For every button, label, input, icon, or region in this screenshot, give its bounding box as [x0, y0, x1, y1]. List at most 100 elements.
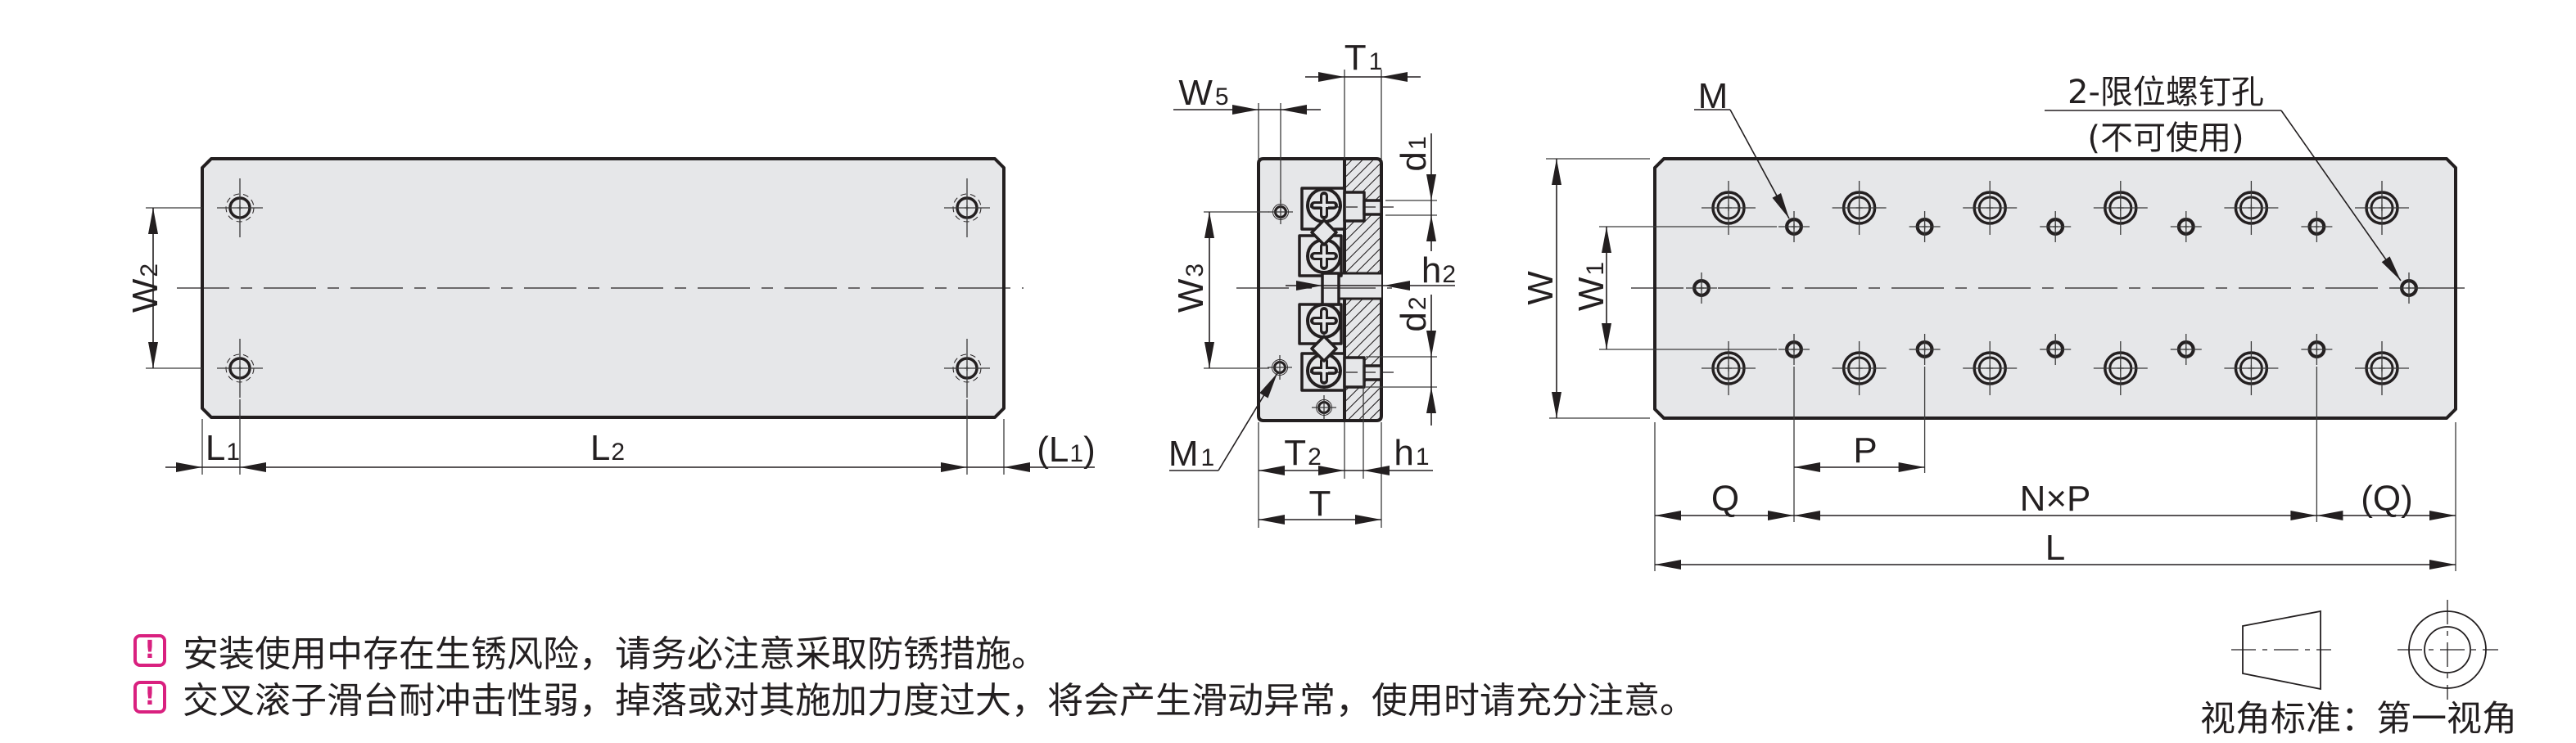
dim-label-d2: d2	[1394, 296, 1434, 331]
limit-hole-callout-line1: 2-限位螺钉孔	[2068, 74, 2264, 111]
dim-label-sub: 1	[226, 439, 240, 466]
dimension-arrowhead	[176, 462, 202, 472]
dimension-arrowhead	[1384, 281, 1410, 290]
paren-close: )	[1083, 430, 1096, 470]
dimension-arrowhead	[1426, 174, 1436, 200]
caution-note-text: 交叉滚子滑台耐冲击性弱，掉落或对其施加力度过大，将会产生滑动异常，使用时请充分注…	[183, 679, 1696, 722]
section-hatch-line	[1349, 388, 1381, 420]
dimension-arrowhead	[1768, 511, 1794, 520]
dimension-arrowhead	[1363, 466, 1390, 475]
caution-note-text: 安装使用中存在生锈风险，请务必注意采取防锈措施。	[183, 633, 1047, 675]
front-view-geometry	[146, 157, 1095, 475]
limit-hole-callout-line2: (不可使用)	[2087, 119, 2244, 157]
dim-label-sub: 1	[1404, 136, 1431, 150]
dim-label-base: T	[1344, 38, 1367, 78]
dim-label-l: L	[2045, 528, 2065, 568]
dimension-arrowhead	[2429, 560, 2456, 570]
dim-label-sub: 2	[136, 263, 163, 277]
warning-icon: !	[133, 633, 166, 667]
dimension-arrowhead	[1426, 387, 1436, 413]
dimension-arrowhead	[1232, 105, 1259, 115]
dim-label-sub: 1	[1582, 262, 1609, 276]
dim-label-sub: 1	[1069, 440, 1083, 467]
dimension-arrowhead	[1381, 72, 1408, 82]
top-view: M 2-限位螺钉孔 (不可使用) W W1 P Q N×P (Q) L	[1521, 74, 2473, 571]
dim-label-base: T	[1284, 433, 1306, 473]
dim-label-p: P	[1853, 430, 1877, 471]
diamond-roller-icon	[1310, 335, 1338, 362]
dim-label-w2: W2	[125, 263, 165, 313]
dim-label-t2: T2	[1284, 433, 1322, 473]
section-hatch-line	[1345, 313, 1381, 348]
dim-label-q-reference: (Q)	[2361, 479, 2413, 519]
dim-label-base: W	[1571, 277, 1611, 311]
first-angle-projection-symbol: 视角标准：第一视角	[2200, 600, 2517, 740]
dim-label-base: W	[125, 278, 165, 313]
dim-label-sub: 5	[1215, 83, 1229, 110]
section-hatch-line	[1345, 160, 1363, 177]
dimension-arrowhead	[1318, 466, 1344, 475]
callout-label-m: M	[1698, 76, 1729, 116]
section-hatch-line	[1345, 160, 1352, 166]
dim-label-l1-reference: (L1)	[1037, 430, 1095, 470]
dimension-arrowhead	[1655, 511, 1681, 520]
dimension-arrowhead	[148, 342, 158, 368]
dimension-arrowhead	[1259, 466, 1285, 475]
dim-label-h2: h2	[1421, 250, 1456, 290]
dim-label-base: L	[1049, 430, 1069, 470]
dim-label-sub: 1	[1200, 444, 1214, 471]
dimension-arrowhead	[2429, 511, 2456, 520]
slide-table-plate	[201, 157, 1006, 419]
dim-label-sub: 2	[1308, 444, 1322, 471]
dim-label-base: d	[1394, 312, 1434, 331]
dimension-arrowhead	[1318, 72, 1344, 82]
leader-arrowhead	[1772, 193, 1789, 218]
caution-notes: ! 安装使用中存在生锈风险，请务必注意采取防锈措施。 ! 交叉滚子滑台耐冲击性弱…	[133, 627, 1696, 722]
dimension-arrowhead	[240, 462, 266, 472]
dim-label-d1: d1	[1394, 136, 1434, 171]
dimension-arrowhead	[1552, 392, 1561, 418]
warning-icon: !	[133, 680, 166, 714]
leader-arrowhead	[1259, 373, 1277, 399]
section-hatch-line	[1345, 217, 1381, 251]
dim-label-base: h	[1394, 433, 1413, 473]
caution-note: ! 交叉滚子滑台耐冲击性弱，掉落或对其施加力度过大，将会产生滑动异常，使用时请充…	[133, 673, 1696, 722]
dim-label-h1: h1	[1394, 433, 1429, 473]
dimension-arrowhead	[1552, 159, 1561, 185]
dimension-arrowhead	[1296, 281, 1322, 290]
dimension-arrowhead	[1602, 323, 1611, 349]
dim-label-w1: W1	[1571, 262, 1611, 311]
front-view: W2 L1 L2 (L1)	[125, 157, 1096, 475]
dimension-arrowhead	[941, 462, 967, 472]
dim-label-base: d	[1394, 151, 1434, 171]
dimension-arrowhead	[1426, 331, 1436, 357]
dimension-arrowhead	[148, 208, 158, 234]
projection-standard-label: 视角标准：第一视角	[2200, 699, 2517, 740]
top-view-geometry	[1546, 109, 2473, 571]
dim-label-sub: 2	[611, 439, 625, 466]
dim-label-w3: W3	[1171, 263, 1211, 313]
dimension-arrowhead	[1281, 105, 1307, 115]
center-spacer	[1321, 272, 1340, 306]
projection-inner-circle-icon	[2424, 626, 2471, 673]
dimension-arrowhead	[1259, 515, 1285, 525]
leader-line-limit-hole	[2280, 110, 2402, 281]
dim-label-base: h	[1421, 250, 1441, 290]
dimension-arrowhead	[1004, 462, 1030, 472]
dim-label-sub: 2	[1442, 261, 1456, 288]
section-hatch-line	[1345, 227, 1381, 262]
section-hatch-line	[1370, 409, 1381, 420]
dim-label-base: L	[590, 428, 610, 468]
dim-label-base: L	[206, 428, 225, 468]
projection-cone-side-icon	[2242, 610, 2321, 691]
dim-label-t: T	[1309, 484, 1331, 524]
dimension-arrowhead	[2290, 511, 2317, 520]
section-hatch-line	[1345, 303, 1381, 337]
dimension-arrowhead	[1794, 511, 1820, 520]
side-view-geometry	[1169, 70, 1455, 528]
section-hatch-line	[1345, 299, 1352, 305]
